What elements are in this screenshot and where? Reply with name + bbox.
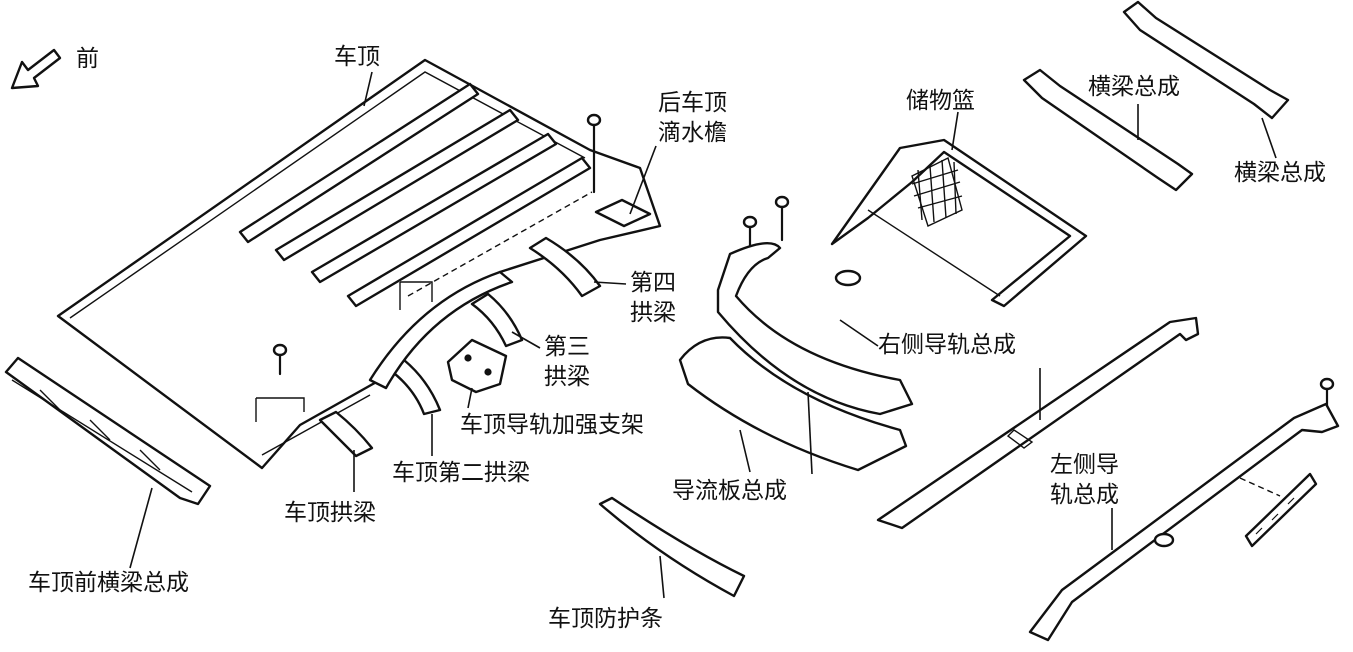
label-right-rail: 右侧导轨总成 — [878, 332, 1016, 358]
label-arch-1: 车顶拱梁 — [284, 500, 376, 526]
label-deflector: 导流板总成 — [672, 478, 787, 504]
screw-icon — [255, 113, 1335, 422]
label-rail-bracket: 车顶导轨加强支架 — [460, 412, 644, 438]
roof-guard-strip — [598, 496, 746, 598]
label-front-cross-beam: 车顶前横梁总成 — [28, 570, 189, 596]
front-arrow-icon — [10, 48, 62, 90]
roof-arch-1 — [318, 410, 374, 458]
left-rail-assembly — [1028, 402, 1340, 642]
label-arch-2: 车顶第二拱梁 — [392, 460, 530, 486]
roof-arch-2 — [368, 270, 514, 416]
label-storage-basket: 储物篮 — [906, 88, 975, 114]
roof-arch-4 — [528, 236, 602, 298]
storage-basket — [830, 138, 1088, 308]
leader-lines — [129, 71, 1277, 599]
label-crossbeam-a: 横梁总成 — [1088, 74, 1180, 100]
label-front: 前 — [76, 46, 99, 72]
label-arch-3: 第三 拱梁 — [544, 334, 590, 390]
label-rear-drip-eave: 后车顶 滴水檐 — [658, 90, 727, 146]
crossbeam-assembly-b — [1122, 0, 1290, 120]
label-crossbeam-b: 横梁总成 — [1234, 160, 1326, 186]
front-cross-beam — [4, 356, 212, 506]
crossbeam-assembly-a — [1022, 68, 1194, 192]
label-arch-4: 第四 拱梁 — [630, 270, 676, 326]
label-left-rail: 左侧导 轨总成 — [1050, 452, 1119, 508]
roof-arch-3 — [470, 292, 524, 348]
roof-panel — [56, 58, 662, 470]
rail-bracket — [446, 338, 508, 394]
label-roof-guard: 车顶防护条 — [548, 606, 663, 632]
deflector-assembly — [678, 242, 914, 472]
right-rail-assembly — [876, 316, 1200, 530]
label-roof: 车顶 — [334, 44, 380, 70]
